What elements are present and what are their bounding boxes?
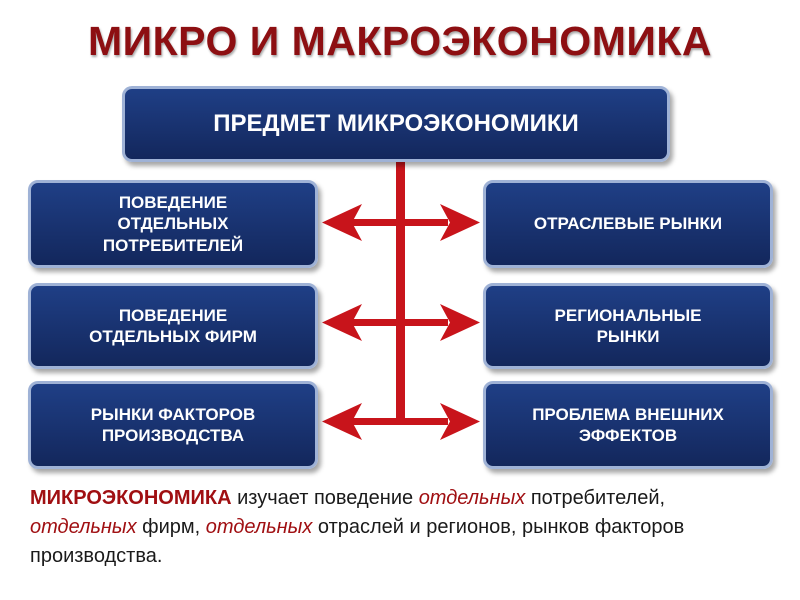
definition-text: изучает поведение: [231, 487, 419, 509]
definition-emphasis: отдельных: [418, 487, 526, 509]
box-line: ЭФФЕКТОВ: [578, 426, 678, 445]
definition-text: потребителей,: [525, 487, 666, 509]
regional-markets-box: РЕГИОНАЛЬНЫЕ РЫНКИ: [483, 283, 773, 369]
consumer-behavior-box: ПОВЕДЕНИЕ ОТДЕЛЬНЫХ ПОТРЕБИТЕЛЕЙ: [28, 180, 318, 268]
double-arrow-row-1: [322, 204, 480, 241]
box-line: ПОТРЕБИТЕЛЕЙ: [102, 235, 244, 255]
subject-of-microeconomics-box: ПРЕДМЕТ МИКРОЭКОНОМИКИ: [122, 86, 670, 162]
box-line: РЫНКИ ФАКТОРОВ: [90, 404, 256, 424]
definition-text: фирм,: [136, 516, 206, 538]
box-line: РЫНКИ: [596, 327, 660, 346]
definition-text: отраслей и регионов, рынков факторов про…: [30, 516, 685, 567]
box-line: ОТДЕЛЬНЫХ: [117, 214, 229, 234]
box-line: ПОВЕДЕНИЕ: [118, 193, 228, 213]
box-line: ОТРАСЛЕВЫЕ РЫНКИ: [533, 214, 723, 234]
definition-term: МИКРОЭКОНОМИКА: [30, 487, 232, 509]
box-line: ПРОБЛЕМА ВНЕШНИХ: [532, 404, 724, 424]
double-arrow-row-3: [322, 403, 480, 440]
subject-of-microeconomics-label: ПРЕДМЕТ МИКРОЭКОНОМИКИ: [213, 110, 579, 137]
definition-emphasis: отдельных: [30, 516, 137, 538]
box-line: ОТДЕЛЬНЫХ ФИРМ: [89, 327, 257, 346]
vertical-connector: [396, 162, 405, 424]
box-line: РЕГИОНАЛЬНЫЕ: [554, 305, 702, 325]
industry-markets-box: ОТРАСЛЕВЫЕ РЫНКИ: [483, 180, 773, 268]
box-line: ПОВЕДЕНИЕ: [118, 305, 228, 325]
definition-paragraph: МИКРОЭКОНОМИКА изучает поведение отдельн…: [30, 484, 770, 571]
definition-emphasis: отдельных: [205, 516, 313, 538]
firm-behavior-box: ПОВЕДЕНИЕ ОТДЕЛЬНЫХ ФИРМ: [28, 283, 318, 369]
slide-title: МИКРО И МАКРОЭКОНОМИКА: [88, 18, 712, 64]
factor-markets-box: РЫНКИ ФАКТОРОВ ПРОИЗВОДСТВА: [28, 381, 318, 469]
double-arrow-row-2: [322, 304, 480, 341]
box-line: ПРОИЗВОДСТВА: [101, 426, 245, 445]
externalities-box: ПРОБЛЕМА ВНЕШНИХ ЭФФЕКТОВ: [483, 381, 773, 469]
